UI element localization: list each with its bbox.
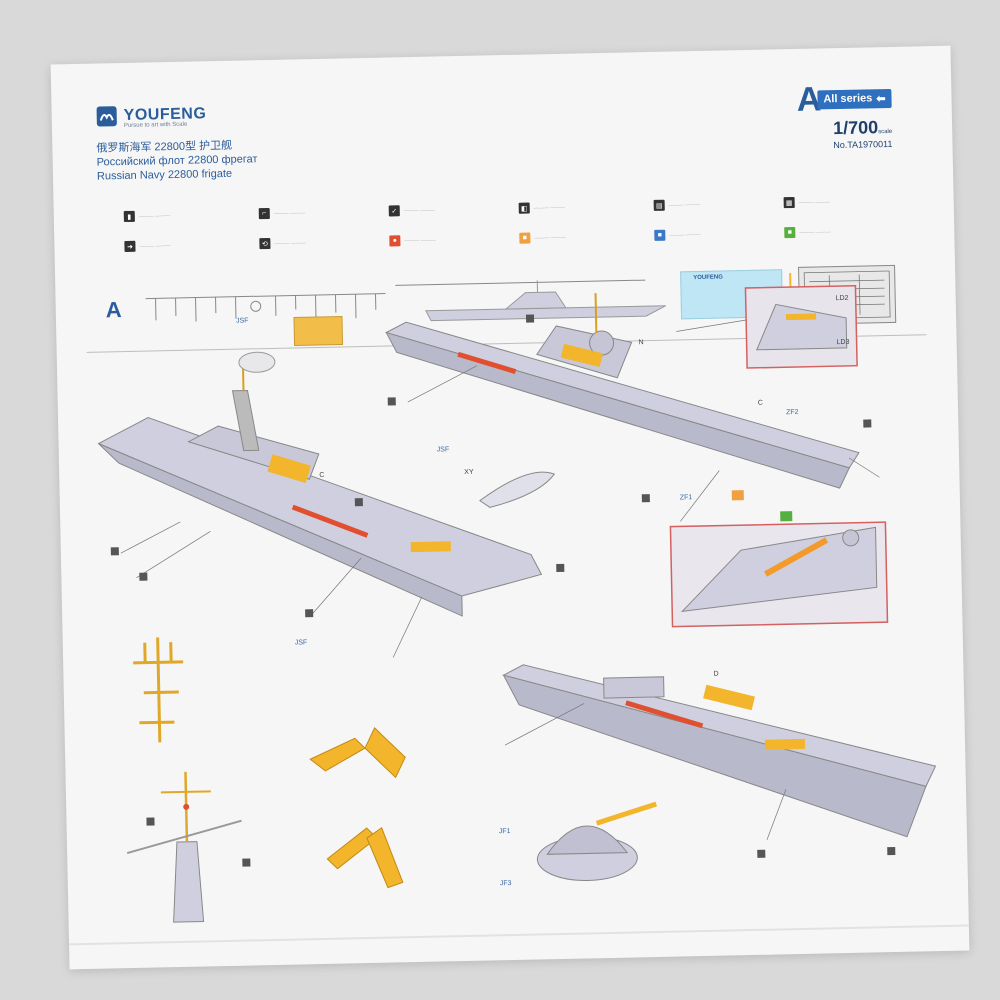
liferaft-parts: JSF <box>236 315 344 373</box>
ref-zf1: ZF1 <box>680 494 693 501</box>
ref-jsf-top: JSF <box>236 317 249 324</box>
fold-line <box>69 924 969 946</box>
brand-logo-icon <box>96 106 117 127</box>
header: YOUFENG Pursue to art with Scale 俄罗斯海军 2… <box>81 76 923 204</box>
ref-xy: XY <box>464 469 474 476</box>
ref-jf3: JF3 <box>500 880 512 887</box>
detail-inset-top: LD2 LD3 <box>744 284 858 369</box>
part-markers <box>110 314 896 867</box>
mast-parts <box>133 637 184 743</box>
ship-profile <box>425 280 667 322</box>
ship-assembly-left <box>97 360 543 617</box>
small-boat: XY <box>464 469 556 508</box>
ref-c-left: C <box>319 472 324 479</box>
parts-sprue-drawing <box>145 273 793 324</box>
instruction-sheet: YOUFENG Pursue to art with Scale 俄罗斯海军 2… <box>50 45 970 970</box>
ref-jsf-right: JSF <box>437 446 450 453</box>
ref-jf1: JF1 <box>499 828 511 835</box>
ship-assembly-right <box>384 293 860 489</box>
parts-overview: A YOUFENG <box>85 260 927 353</box>
ref-ld3: LD3 <box>837 339 850 346</box>
mast-assembly <box>126 771 242 923</box>
ref-ld2: LD2 <box>836 295 849 302</box>
green-marker-icon <box>780 511 793 522</box>
brand: YOUFENG <box>95 103 206 127</box>
crane-parts <box>309 727 406 889</box>
detail-inset-middle <box>669 521 889 628</box>
assembly-diagram: LD2 LD3 XY JSF D <box>69 284 969 946</box>
ship-stern-assembly: D <box>502 664 937 838</box>
leader-lines <box>120 319 880 840</box>
ref-n: N <box>639 339 644 346</box>
orange-marker-icon <box>731 490 744 501</box>
gun-turret: JF1 JF3 <box>499 801 658 887</box>
ref-c-right: C <box>758 400 763 407</box>
ref-d: D <box>713 671 718 678</box>
ref-zf2: ZF2 <box>786 409 799 416</box>
ref-jsf-left: JSF <box>295 639 308 646</box>
